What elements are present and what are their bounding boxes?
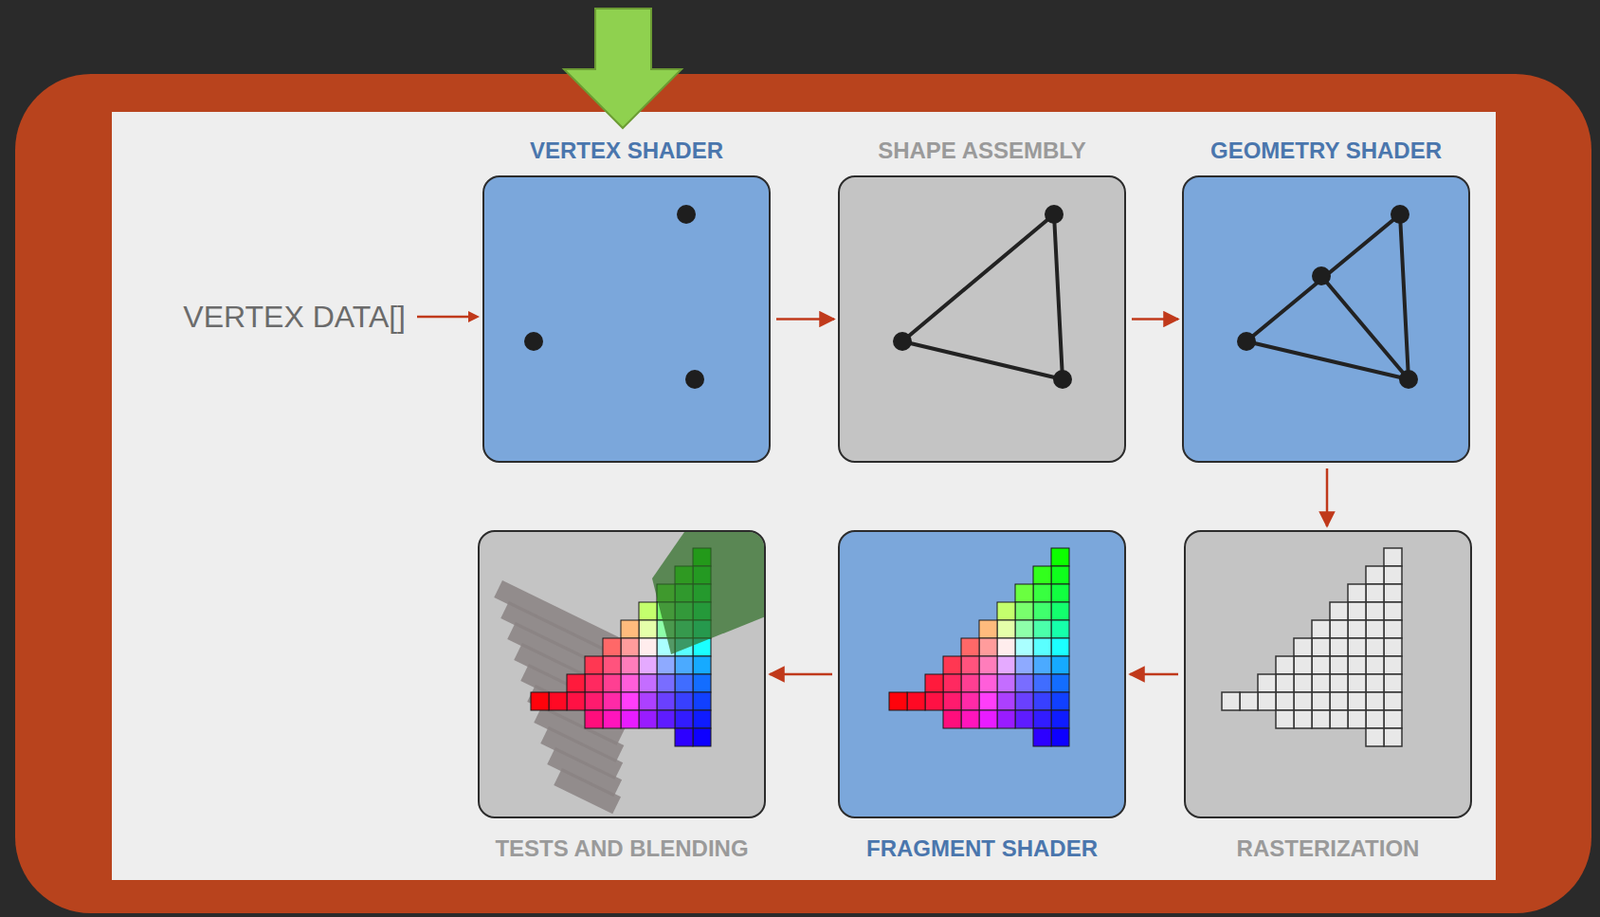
vertex-points <box>524 204 705 389</box>
green-pointer-arrow <box>563 8 682 128</box>
blended-fragments <box>530 547 711 746</box>
pipeline-arrow <box>769 672 833 676</box>
pipeline-stage-box: RASTERIZATION <box>1183 529 1473 819</box>
input-arrow <box>417 315 473 319</box>
input-label: VERTEX DATA[] <box>182 297 406 336</box>
stage-heading: GEOMETRY SHADER <box>1127 137 1526 164</box>
grey-occluder <box>493 580 631 814</box>
pipeline-stage-box: TESTS AND BLENDING <box>477 529 766 819</box>
green-occluder <box>652 531 764 655</box>
red-frame <box>15 73 1592 913</box>
pipeline-stage-box: GEOMETRY SHADER <box>1181 175 1471 463</box>
pipeline-arrow <box>1131 317 1179 321</box>
pipeline-stage-box: FRAGMENT SHADER <box>837 529 1127 819</box>
stage-heading: TESTS AND BLENDING <box>422 835 821 862</box>
stage-heading: VERTEX SHADER <box>427 137 826 164</box>
pipeline-stage-box: VERTEX SHADER <box>482 175 771 463</box>
pipeline-stage-box: SHAPE ASSEMBLY <box>837 175 1127 463</box>
pipeline-arrow <box>1326 468 1329 527</box>
pipeline-arrow <box>1129 672 1179 676</box>
blended-result <box>493 531 764 814</box>
raster-grid <box>1221 547 1402 746</box>
shaded-fragments <box>889 547 1070 746</box>
assembled-triangle <box>892 204 1073 389</box>
stage-heading: RASTERIZATION <box>1128 835 1528 862</box>
stage-heading: FRAGMENT SHADER <box>782 835 1182 862</box>
subdivided-triangle <box>1236 204 1419 389</box>
stage-heading: SHAPE ASSEMBLY <box>782 137 1182 164</box>
pipeline-arrow <box>776 317 835 321</box>
light-panel <box>111 111 1496 880</box>
input-arrow-head <box>468 310 480 323</box>
